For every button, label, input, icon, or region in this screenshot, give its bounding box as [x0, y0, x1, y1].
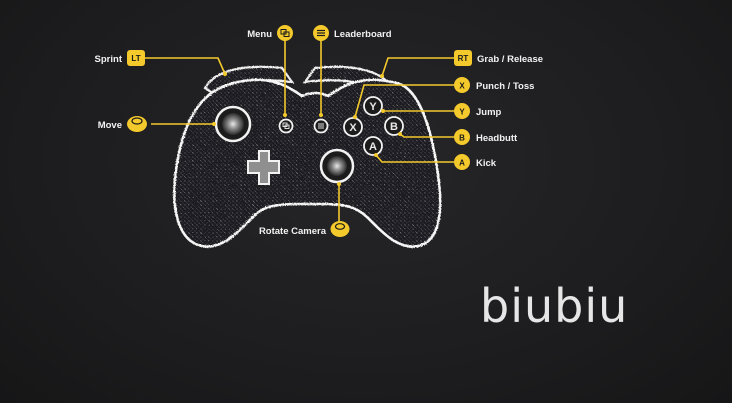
kick-label: Kick	[476, 158, 497, 169]
b-button-icon: B	[454, 129, 470, 145]
jump-label: Jump	[476, 107, 502, 118]
menu-button-icon	[313, 25, 329, 41]
right-stick	[319, 148, 355, 184]
leader-dots	[212, 72, 402, 186]
menu-button	[313, 118, 329, 134]
view-button-icon	[277, 25, 293, 41]
callout-leaderboard: Leaderboard	[313, 25, 392, 41]
left-trigger-icon: LT	[127, 50, 145, 66]
face-button-a: A	[363, 136, 383, 156]
face-button-b: B	[384, 116, 404, 136]
svg-text:LT: LT	[131, 54, 140, 63]
svg-text:Y: Y	[369, 101, 377, 113]
menu-label: Menu	[247, 29, 272, 40]
callout-camera: Rotate Camera	[259, 221, 350, 237]
move-label: Move	[98, 120, 122, 131]
headbutt-label: Headbutt	[476, 133, 518, 144]
svg-text:RT: RT	[458, 54, 469, 63]
right-trigger-icon: RT	[454, 50, 472, 66]
x-button-icon: X	[454, 77, 470, 93]
left-stick	[214, 105, 252, 143]
svg-text:A: A	[459, 159, 465, 168]
controller-shell	[172, 78, 442, 248]
callout-move: Move	[98, 116, 147, 132]
callout-menu: Menu	[247, 25, 293, 41]
callout-grab: RT Grab / Release	[454, 50, 543, 66]
svg-text:Y: Y	[459, 108, 465, 117]
leaderboard-label: Leaderboard	[334, 29, 392, 40]
brand-logo: biubiu	[480, 279, 628, 333]
callout-sprint: Sprint LT	[95, 50, 145, 66]
camera-label: Rotate Camera	[259, 226, 327, 237]
svg-text:X: X	[349, 122, 357, 134]
d-pad	[247, 150, 280, 185]
svg-text:B: B	[390, 121, 398, 133]
sprint-label: Sprint	[95, 54, 123, 65]
y-button-icon: Y	[454, 103, 470, 119]
right-stick-icon	[330, 221, 350, 237]
a-button-icon: A	[454, 154, 470, 170]
left-stick-icon	[127, 116, 147, 132]
callout-kick: A Kick	[454, 154, 497, 170]
svg-text:A: A	[369, 141, 377, 153]
leader-lines	[145, 33, 454, 229]
face-button-y: Y	[363, 96, 383, 116]
face-button-x: X	[343, 117, 363, 137]
callout-jump: Y Jump	[454, 103, 502, 119]
punch-label: Punch / Toss	[476, 81, 534, 92]
controller-body	[172, 65, 442, 248]
view-button	[278, 118, 294, 134]
callout-headbutt: B Headbutt	[454, 129, 518, 145]
svg-text:B: B	[459, 134, 465, 143]
grab-label: Grab / Release	[477, 54, 543, 65]
callout-punch: X Punch / Toss	[454, 77, 534, 93]
svg-text:X: X	[459, 82, 465, 91]
